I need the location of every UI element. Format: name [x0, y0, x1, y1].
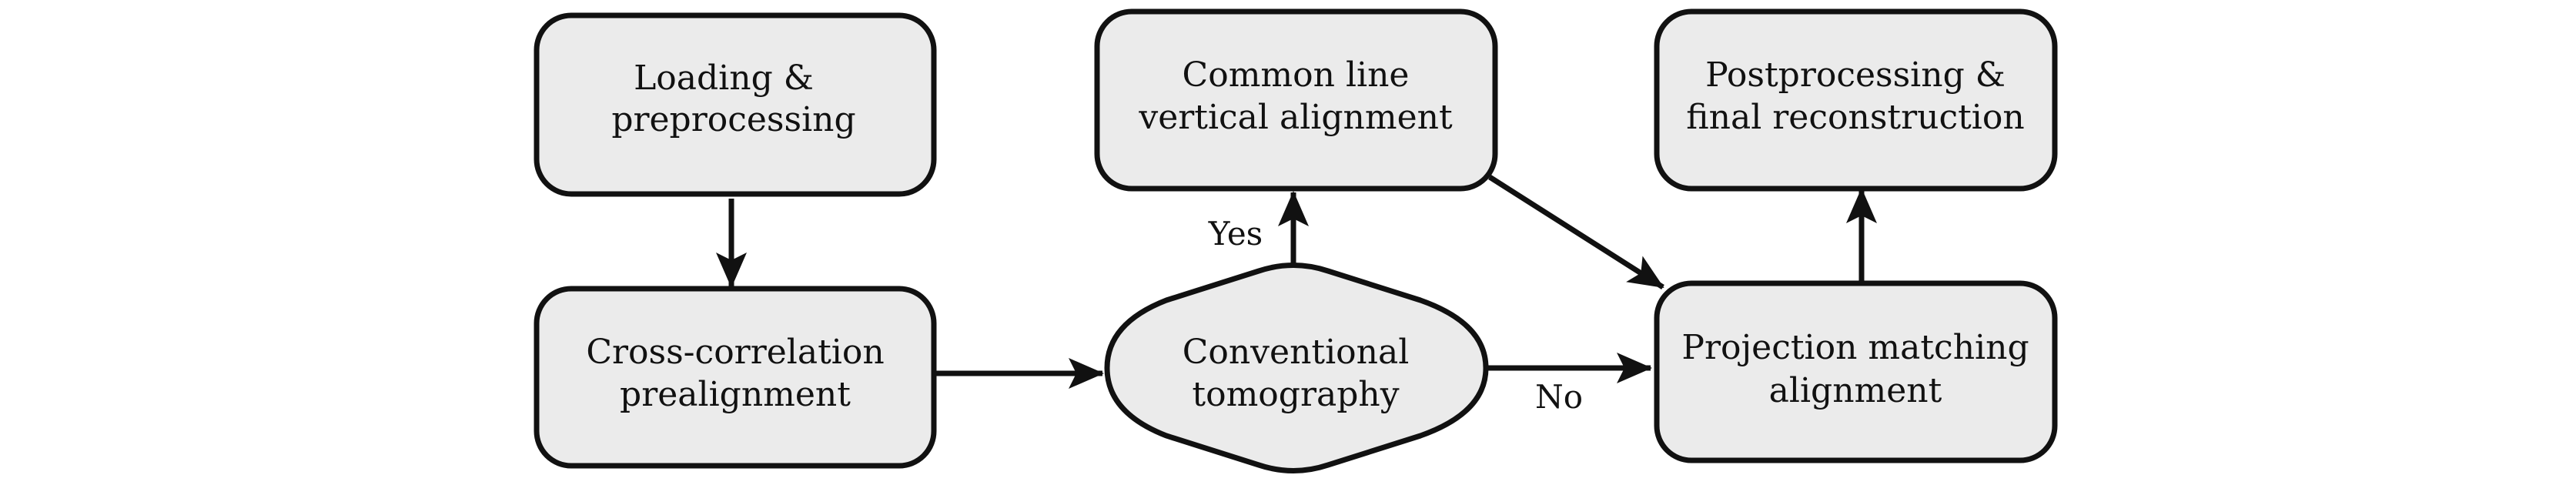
node-loading-preprocessing: Loading & preprocessing: [534, 12, 937, 197]
node-crosscorr-prealignment: Cross-correlation prealignment: [534, 286, 937, 469]
node-projection-matching-alignment: Projection matching alignment: [1654, 280, 2058, 463]
edge-label-yes: Yes: [1208, 215, 1263, 253]
node-postprocessing-final-reconstruction: Postprocessing & final reconstruction: [1654, 8, 2058, 192]
node-box: [1094, 8, 1498, 192]
node-label-line2: alignment: [1769, 371, 1942, 410]
node-label-line1: Postprocessing &: [1705, 55, 2006, 95]
node-decision-conventional-tomography: Conventional tomography: [1104, 263, 1489, 473]
edge-commonline-to-projmatch: [1488, 175, 1664, 289]
node-label-line2: final reconstruction: [1686, 98, 2024, 137]
node-label-line1: Loading &: [634, 59, 814, 98]
node-label-line2: prealignment: [620, 375, 851, 414]
node-label-line2: vertical alignment: [1138, 98, 1453, 137]
node-label-line1: Cross-correlation: [586, 333, 884, 372]
node-box: [1654, 280, 2058, 463]
decision-shape: [1104, 263, 1489, 473]
node-label-line2: tomography: [1192, 375, 1399, 414]
node-box: [534, 286, 937, 469]
edge-label-no: No: [1535, 378, 1583, 416]
node-box: [1654, 8, 2058, 192]
node-label-line1: Conventional: [1183, 333, 1410, 372]
node-box: [534, 12, 937, 197]
edges: [716, 175, 1877, 389]
node-label-line1: Common line: [1183, 55, 1410, 95]
node-label-line2: preprocessing: [611, 100, 855, 139]
node-common-line-vertical-alignment: Common line vertical alignment: [1094, 8, 1498, 192]
node-label-line1: Projection matching: [1681, 328, 2029, 367]
